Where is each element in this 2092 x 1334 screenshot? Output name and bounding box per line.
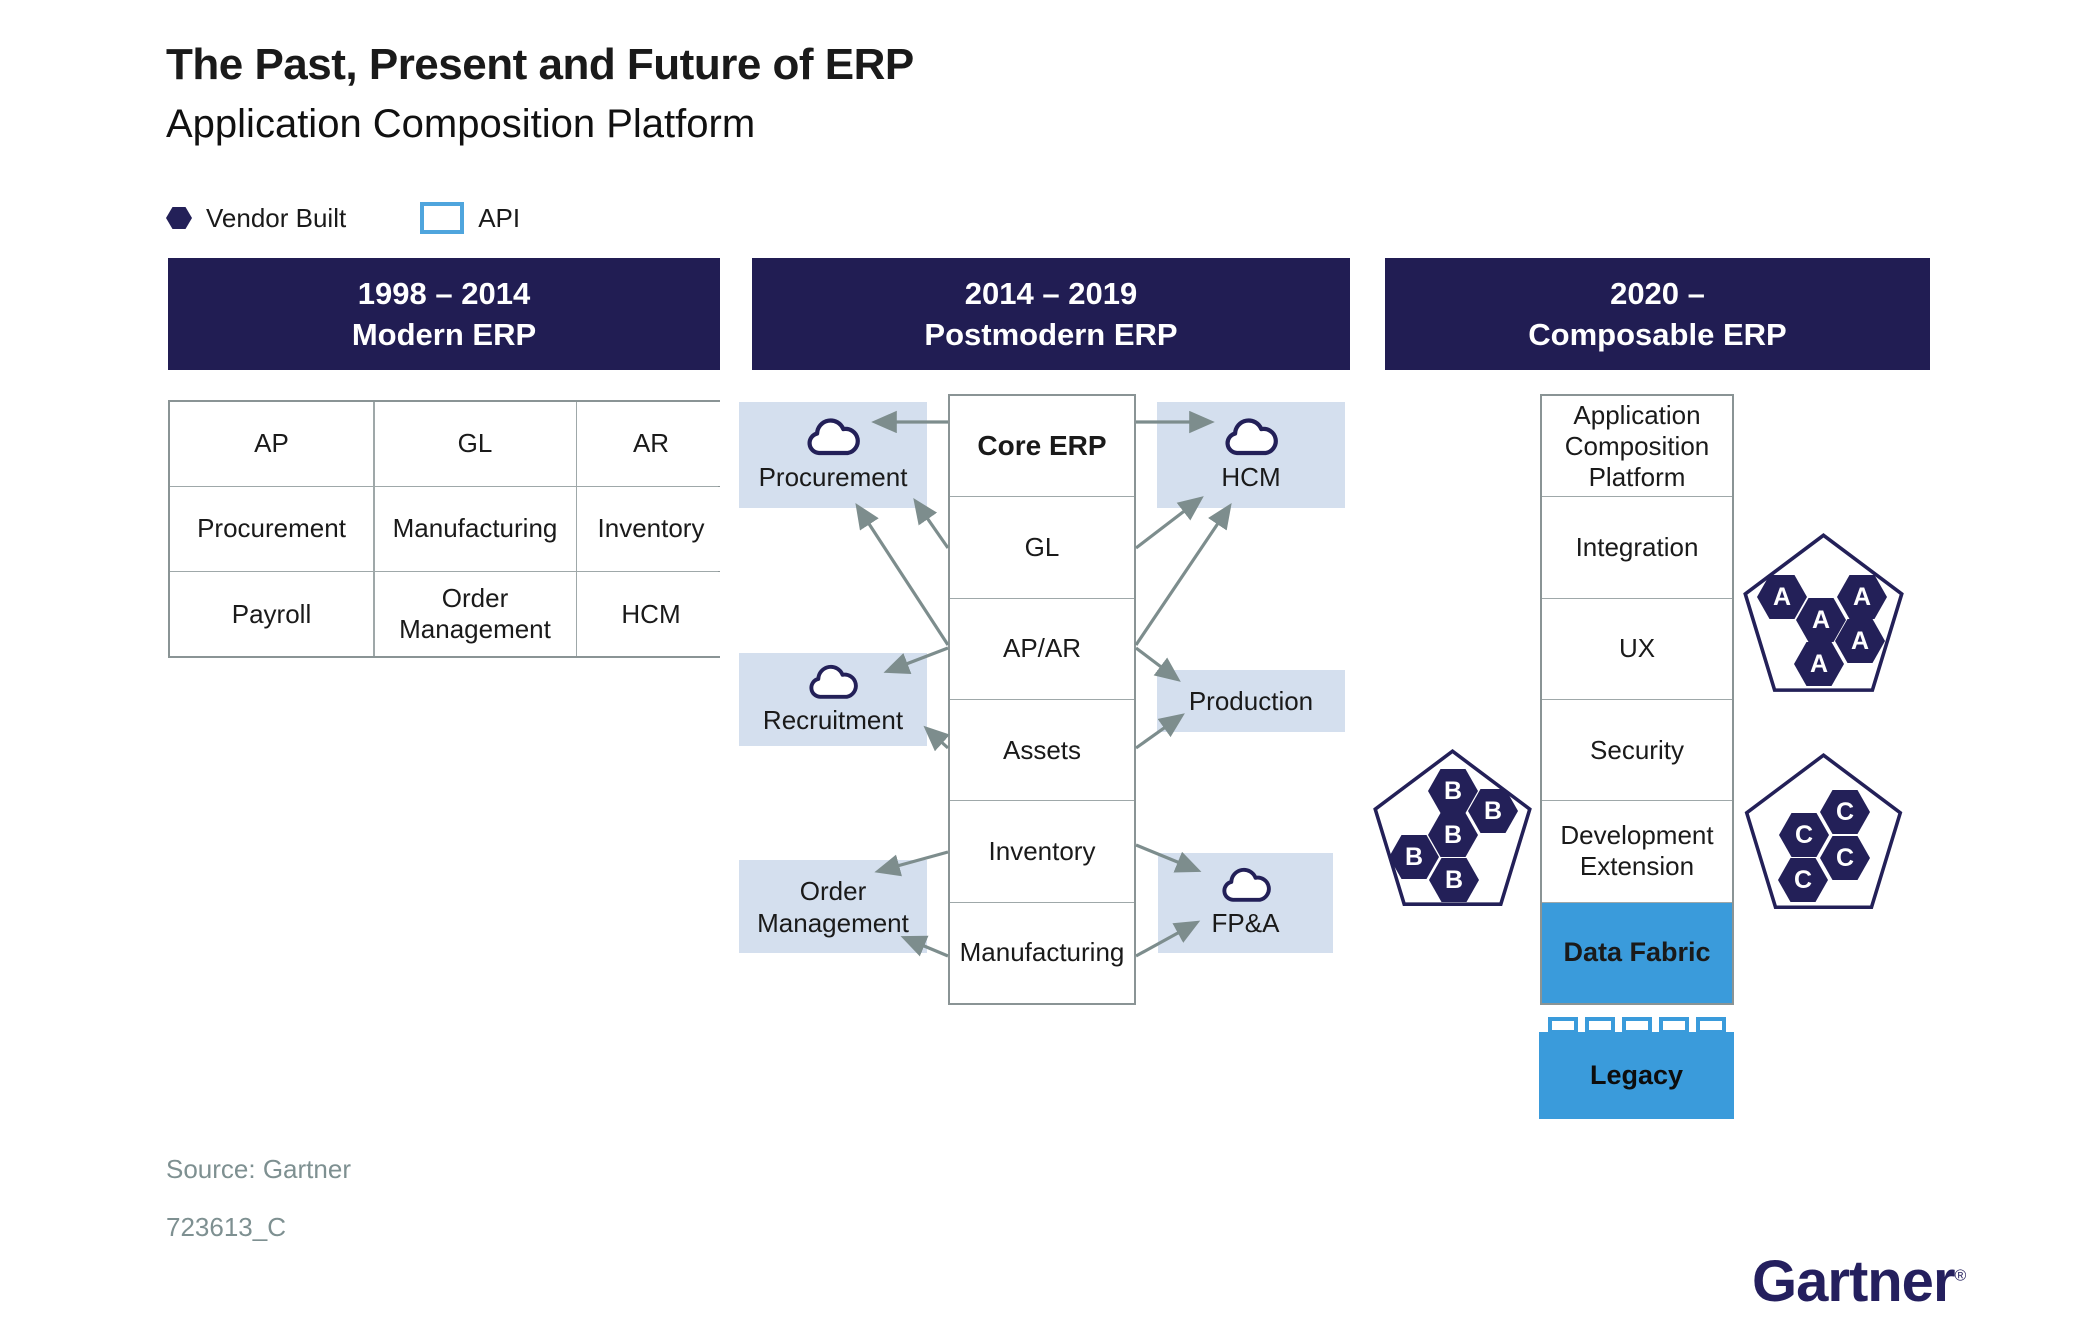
table-cell: Payroll — [170, 572, 373, 656]
hexagon-b: B — [1429, 858, 1479, 902]
core-erp-cell: AP/AR — [950, 599, 1134, 700]
table-cell: GL — [374, 402, 576, 486]
core-erp-cell: Inventory — [950, 801, 1134, 903]
module-order-management: Order Management — [739, 860, 927, 953]
cloud-icon — [807, 418, 860, 456]
era-header-postmodern: 2014 – 2019 Postmodern ERP — [752, 258, 1350, 370]
arrow-apar-to-hcm — [1134, 503, 1232, 646]
stack-cell-ux: UX — [1542, 599, 1732, 700]
vendor-built-hexagon-icon — [166, 207, 192, 229]
table-cell: Inventory — [577, 487, 725, 571]
module-production: Production — [1157, 670, 1345, 732]
stack-cell-security: Security — [1542, 700, 1732, 802]
pentagon-outline-icon — [1744, 753, 1903, 909]
stack-cell-data-fabric: Data Fabric — [1542, 902, 1732, 1003]
legacy-brick: Legacy — [1539, 1032, 1734, 1119]
pentagon-outline-icon — [1743, 533, 1904, 692]
table-cell: AP — [170, 402, 373, 486]
stack-cell-application-composition-platform: Application Composition Platform — [1542, 396, 1732, 498]
document-id: 723613_C — [166, 1212, 286, 1242]
module-hcm: HCM — [1157, 402, 1345, 508]
hexagon-c: C — [1778, 858, 1828, 902]
table-cell: Manufacturing — [374, 487, 576, 571]
table-cell: Procurement — [170, 487, 373, 571]
stack-cell-development-extension: Development Extension — [1542, 801, 1732, 903]
page-subtitle: Application Composition Platform — [166, 102, 756, 146]
pentagon-b: B B B B B — [1372, 747, 1533, 910]
module-label: Production — [1188, 686, 1314, 716]
module-label: HCM — [1221, 462, 1281, 492]
core-erp-cell: Core ERP — [950, 396, 1134, 498]
modern-erp-table: AP GL AR Procurement Manufacturing Inven… — [168, 400, 725, 658]
core-erp-cell: Assets — [950, 700, 1134, 802]
hexagon-c: C — [1779, 813, 1829, 857]
hexagon-b: B — [1468, 789, 1518, 833]
era-header-composable: 2020 – Composable ERP — [1385, 258, 1930, 370]
arrow-gl-to-procurement — [913, 498, 950, 549]
era-period: 2020 – — [1610, 276, 1705, 311]
legend-vendor-built-label: Vendor Built — [206, 202, 347, 233]
era-header-modern: 1998 – 2014 Modern ERP — [168, 258, 720, 370]
legend-api-label: API — [478, 202, 521, 233]
module-recruitment: Recruitment — [739, 653, 927, 746]
hexagon-c: C — [1820, 790, 1870, 834]
cloud-icon — [1221, 867, 1271, 902]
hexagon-a: A — [1796, 598, 1846, 642]
legacy-label: Legacy — [1589, 1060, 1684, 1090]
era-period: 1998 – 2014 — [357, 276, 531, 311]
hexagon-a: A — [1757, 575, 1807, 619]
era-name: Composable ERP — [1528, 317, 1787, 352]
hexagon-a: A — [1837, 575, 1887, 619]
module-fpa: FP&A — [1158, 853, 1333, 953]
era-name: Postmodern ERP — [924, 317, 1178, 352]
hexagon-a: A — [1835, 619, 1885, 663]
table-cell: AR — [577, 402, 725, 486]
arrow-apar-to-procurement — [855, 502, 950, 646]
composable-stack-column: Application Composition Platform Integra… — [1540, 394, 1734, 1005]
module-label: Order Management — [757, 875, 909, 938]
core-erp-cell: Manufacturing — [959, 937, 1125, 968]
era-name: Modern ERP — [351, 317, 537, 352]
gartner-wordmark: Gartner — [1752, 1249, 1956, 1314]
module-label: FP&A — [1211, 908, 1280, 938]
hexagon-b: B — [1428, 769, 1478, 813]
hexagon-b: B — [1389, 835, 1439, 879]
registered-mark: ® — [1954, 1267, 1967, 1285]
stack-cell-integration: Integration — [1542, 497, 1732, 599]
cloud-icon — [809, 664, 858, 699]
hexagon-c: C — [1820, 836, 1870, 880]
hexagon-b: B — [1428, 813, 1478, 857]
source-note: Source: Gartner 723613_C — [166, 1140, 351, 1256]
page-title: The Past, Present and Future of ERP — [166, 40, 914, 89]
cloud-icon — [1225, 418, 1278, 456]
gartner-logo: Gartner® — [1752, 1248, 1967, 1315]
hexagon-a: A — [1794, 642, 1844, 686]
module-procurement: Procurement — [739, 402, 927, 508]
pentagon-a: A A A A A — [1742, 532, 1905, 695]
pentagon-outline-icon — [1373, 749, 1532, 906]
table-cell: HCM — [577, 572, 725, 656]
api-swatch-icon — [420, 202, 465, 234]
table-cell: Order Management — [374, 572, 576, 656]
pentagon-c: C C C C — [1742, 752, 1905, 912]
arrow-assets-to-recruitment — [923, 725, 950, 752]
core-erp-column: Core ERP GL AP/AR Assets Inventory Manuf… — [948, 394, 1136, 1005]
legend: Vendor Built API — [166, 200, 520, 236]
source-line: Source: Gartner — [166, 1154, 351, 1184]
core-erp-cell: GL — [950, 497, 1134, 599]
era-period: 2014 – 2019 — [964, 276, 1138, 311]
module-label: Recruitment — [762, 704, 904, 735]
module-label: Procurement — [758, 462, 908, 492]
